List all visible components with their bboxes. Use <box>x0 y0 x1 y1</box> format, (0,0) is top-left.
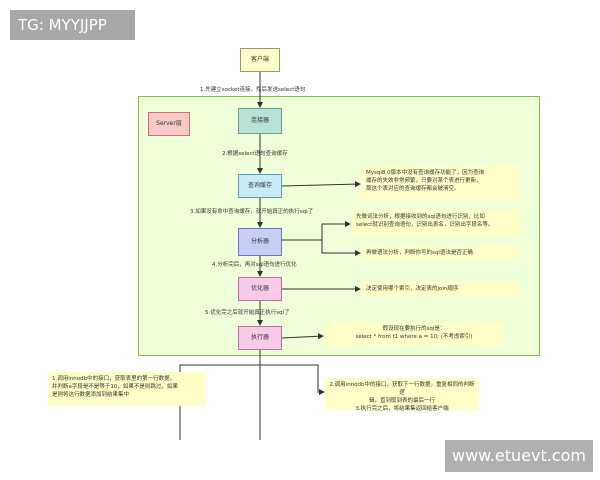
executor-node: 执行器 <box>238 326 282 350</box>
analyzer-node: 分析器 <box>238 228 282 256</box>
first-row-note-line-3: 是则将这行数据添加到结果集中 <box>52 392 130 398</box>
executor-note-line-1: 假设现在要执行的sql是： <box>382 326 446 332</box>
executor-note: 假设现在要执行的sql是： select * from t1 where a =… <box>325 322 503 346</box>
step-3-label: 3.如果没有命中查询缓存，就开始真正的执行sql了 <box>190 209 314 215</box>
executor-note-line-2: select * from t1 where a = 10; (不考虑索引) <box>355 334 473 340</box>
first-row-note: 1.调用innodb中的接口，获取表里的第一行数据， 并判断a字段是不是等于10… <box>48 372 206 406</box>
edge-branch-left <box>179 364 260 440</box>
first-row-note-line-1: 1.调用innodb中的接口，获取表里的第一行数据， <box>52 376 176 382</box>
lexical-note-line-1: 先做词法分析，根据接收到的sql语句进行识别，比如 <box>356 214 485 220</box>
query-cache-node: 查询缓存 <box>238 174 282 198</box>
connector-node: 连接器 <box>238 108 282 134</box>
cache-note-line-3: 那这个表对应的查询缓存都会被清空。 <box>366 186 460 192</box>
next-row-note-line-1: 2.调用innodb中的接口，获取下一行数据，重复相同的判断逻 <box>329 382 475 396</box>
cache-note-line-2: 缓存的失效非常频繁，只要对某个表进行更新， <box>366 178 482 184</box>
step-5-label: 5.优化完之后就开始真正执行sql了 <box>205 310 290 316</box>
optimizer-note: 决定使用哪个索引，决定表的join顺序 <box>362 282 518 296</box>
next-row-note-line-3: 3.执行完之后，将结果集返回给客户端 <box>355 406 449 412</box>
first-row-note-line-2: 并判断a字段是不是等于10，如果不是则跳过，如果 <box>52 384 178 390</box>
next-row-note: 2.调用innodb中的接口，获取下一行数据，重复相同的判断逻 辑，直到取到表的… <box>325 378 479 412</box>
step-2-label: 2.根据select语句查询缓存 <box>222 151 288 157</box>
next-row-note-line-2: 辑，直到取到表的最后一行 <box>368 398 435 404</box>
lexical-note-line-2: select就识别查询语句，识别出表名，识别出字段名等。 <box>356 222 494 228</box>
watermark-top: TG: MYYJJPP <box>10 10 135 40</box>
client-node: 客户端 <box>240 48 280 72</box>
syntax-analysis-note: 再做语法分析，判断你写的sql语法是否正确 <box>362 246 518 260</box>
server-layer-tag: Server层 <box>148 112 190 136</box>
watermark-bottom: www.etuevt.com <box>445 440 593 472</box>
lexical-analysis-note: 先做词法分析，根据接收到的sql语句进行识别，比如 select就识别查询语句，… <box>352 210 522 236</box>
cache-note: Mysql8.0版本中没有查询缓存功能了，因为查询 缓存的失效非常频繁，只要对某… <box>362 166 520 200</box>
optimizer-note-line-1: 决定使用哪个索引，决定表的join顺序 <box>366 286 459 292</box>
syntax-note-line-1: 再做语法分析，判断你写的sql语法是否正确 <box>366 250 473 256</box>
optimizer-node: 优化器 <box>238 277 282 301</box>
cache-note-line-1: Mysql8.0版本中没有查询缓存功能了，因为查询 <box>366 170 485 176</box>
step-4-label: 4.分析完后，再对sql语句进行优化 <box>212 262 297 268</box>
step-1-label: 1.先建立socket连接，然后发送select语句 <box>200 87 306 93</box>
edge-branch-right <box>260 364 325 395</box>
